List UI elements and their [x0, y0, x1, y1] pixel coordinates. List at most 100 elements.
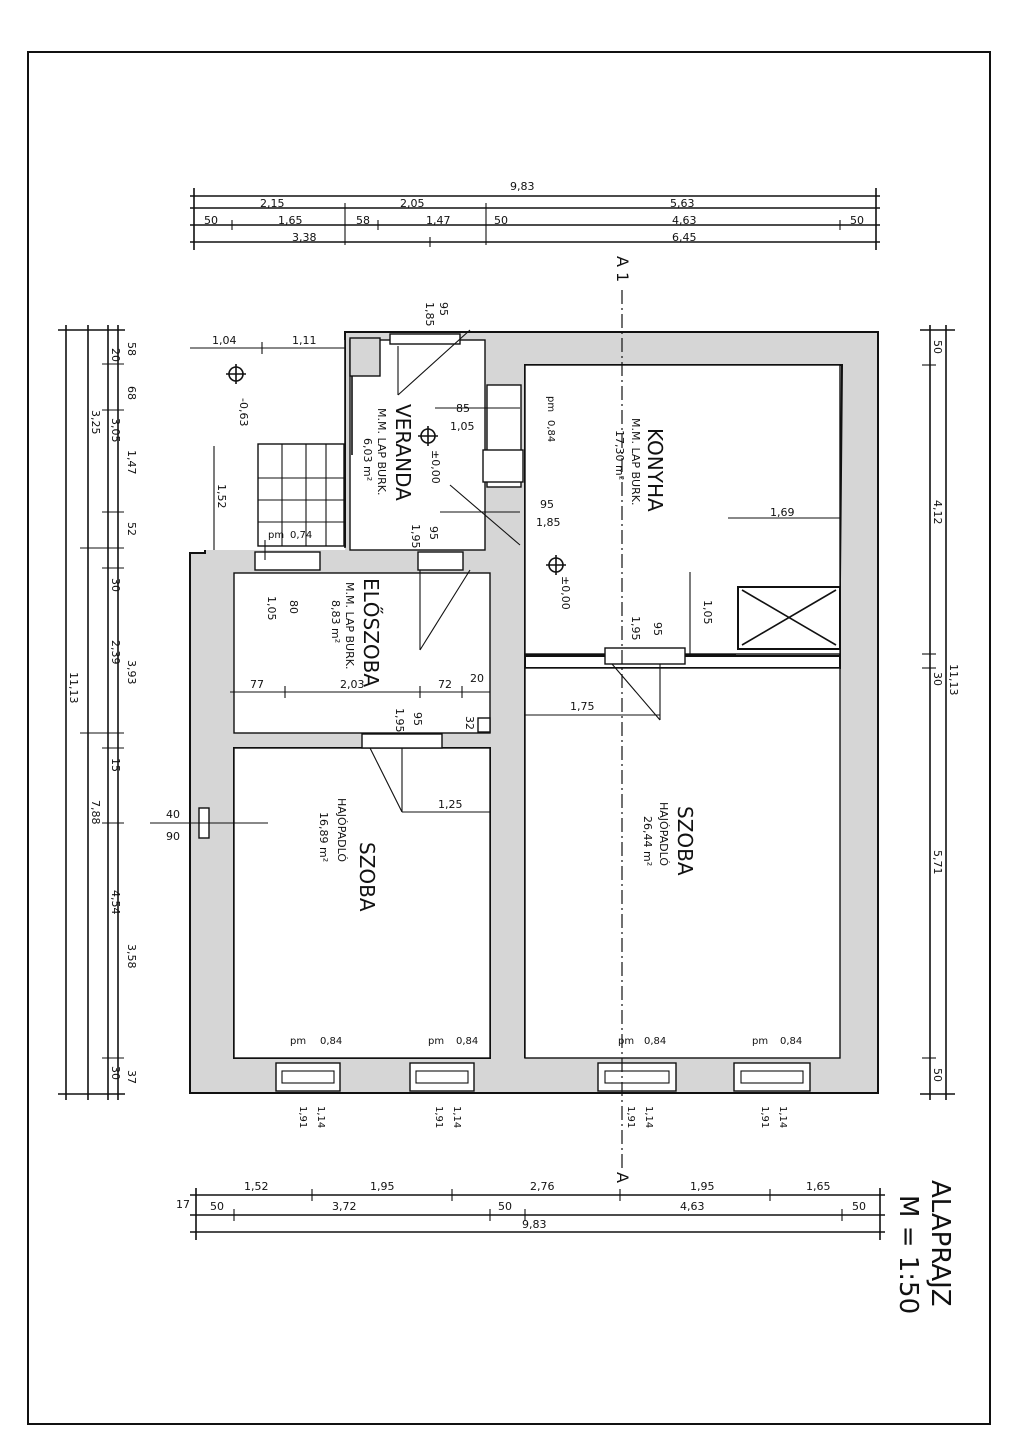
dim-width-1-69: 1,69 — [770, 506, 795, 519]
win-h-3b: 1,14 — [777, 1106, 788, 1128]
win-h-0b: 1,14 — [315, 1106, 326, 1128]
dim-eloszoba-door-0: 1,05 — [265, 596, 278, 621]
room-floor-eloszoba: M.M. LAP BURK. — [343, 582, 356, 669]
pm-win-2-value: 0,84 — [644, 1036, 666, 1047]
dim-door-szoba-r-0: 1,95 — [629, 616, 642, 641]
dim-eloszoba-w-2: 72 — [438, 678, 452, 691]
dim-bot-r1-4: 1,65 — [806, 1180, 831, 1193]
dim-door-szoba-l-2: 32 — [463, 716, 476, 730]
dim-bot-r2-4: 4,63 — [680, 1200, 705, 1213]
pm-konyha-value: 0,84 — [545, 420, 556, 442]
dim-veranda-top-1: 1,11 — [292, 334, 317, 347]
level-markers — [226, 364, 566, 575]
pm-win-0-label: pm — [290, 1036, 306, 1047]
dim-veranda-top-0: 1,04 — [212, 334, 237, 347]
dim-right-4: 50 — [931, 1068, 944, 1082]
dim-top-total: 9,83 — [510, 180, 535, 193]
dim-top-r1-0: 2,15 — [260, 197, 285, 210]
dim-left-o-7: 4,54 — [109, 890, 122, 915]
pm-win-3-value: 0,84 — [780, 1036, 802, 1047]
openings — [254, 329, 811, 1092]
outside-level: -0,63 — [237, 398, 250, 426]
drawing-frame — [27, 51, 991, 1425]
dim-top-r3-1: 6,45 — [672, 231, 697, 244]
dim-left-i-0: 3,25 — [89, 410, 102, 435]
dim-left-o-0: 58 — [125, 342, 138, 356]
dim-bot-r2-2: 3,72 — [332, 1200, 357, 1213]
room-area-veranda: 6,03 m² — [361, 438, 374, 481]
dim-bot-r2-5: 50 — [852, 1200, 866, 1213]
dim-right-0: 50 — [931, 340, 944, 354]
room-area-konyha: 17,30 m² — [613, 430, 626, 480]
room-floor-szoba-left: HAJÓPADLÓ — [335, 798, 348, 862]
dim-top-r2-5: 4,63 — [672, 214, 697, 227]
room-area-eloszoba: 8,83 m² — [329, 600, 342, 643]
pm-win-1-label: pm — [428, 1036, 444, 1047]
dim-eloszoba-w-0: 77 — [250, 678, 264, 691]
pm-win-2-label: pm — [618, 1036, 634, 1047]
pm-veranda-label: pm — [268, 530, 284, 541]
dim-door-veranda-0: 95 — [427, 526, 440, 540]
pm-veranda-value: 0,74 — [290, 530, 312, 541]
dim-chimney-1: 90 — [166, 830, 180, 843]
room-floor-konyha: M.M. LAP BURK. — [629, 418, 642, 505]
pm-win-1-value: 0,84 — [456, 1036, 478, 1047]
dim-width-1-25: 1,25 — [438, 798, 463, 811]
dim-door-konyha2-1: 1,85 — [536, 516, 561, 529]
room-level-veranda: ±0,00 — [429, 450, 442, 484]
dim-eloszoba-door-1: 80 — [287, 600, 300, 614]
dim-eloszoba-w-3: 20 — [470, 672, 484, 685]
dim-left-o-5: 2,39 — [109, 640, 122, 665]
room-name-szoba-left: SZOBA — [355, 842, 379, 912]
dim-left-o-2: 1,47 — [125, 450, 138, 475]
dim-top-r2-1: 1,65 — [278, 214, 303, 227]
dim-door-szoba-r-1: 95 — [651, 622, 664, 636]
dimension-lines — [58, 188, 955, 1240]
dim-bot-r1-1: 1,95 — [370, 1180, 395, 1193]
dim-left-m-0: 20 — [109, 348, 122, 362]
dim-bot-r2-1: 50 — [210, 1200, 224, 1213]
dim-top-r1-2: 5,63 — [670, 197, 695, 210]
dim-right-1: 4,12 — [931, 500, 944, 525]
dim-left-i-1: 11,13 — [67, 672, 80, 704]
dim-door-szoba-l-1: 1,95 — [393, 708, 406, 733]
dim-right-2: 30 — [931, 672, 944, 686]
dim-right-5: 11,13 — [947, 664, 960, 696]
room-level-konyha: ±0,00 — [559, 576, 572, 610]
dim-veranda-side: 1,52 — [215, 484, 228, 509]
dim-bot-r2-3: 50 — [498, 1200, 512, 1213]
dim-left-m-2: 3,93 — [125, 660, 138, 685]
dim-top-r1-1: 2,05 — [400, 197, 425, 210]
dim-top-r2-6: 50 — [850, 214, 864, 227]
dim-left-o-6: 15 — [109, 758, 122, 772]
dim-door-konyha-0: 85 — [456, 402, 470, 415]
dim-bot-r1-3: 1,95 — [690, 1180, 715, 1193]
room-floor-szoba-right: HAJÓPADLÓ — [657, 802, 670, 866]
dim-left-o-3: 52 — [125, 522, 138, 536]
pm-konyha-label: pm — [545, 396, 556, 412]
dim-door-1-05: 1,05 — [701, 600, 714, 625]
dim-top-r2-0: 50 — [204, 214, 218, 227]
dim-width-1-75: 1,75 — [570, 700, 595, 713]
dim-top-r2-4: 50 — [494, 214, 508, 227]
plan-scale: M = 1:50 — [893, 1195, 923, 1314]
dim-left-o-8: 30 — [109, 1066, 122, 1080]
dim-left-m-3: 7,88 — [89, 800, 102, 825]
dim-bot-r1-0: 1,52 — [244, 1180, 269, 1193]
room-name-konyha: KONYHA — [643, 428, 667, 512]
dim-left-m-4: 3,58 — [125, 944, 138, 969]
win-h-2b: 1,14 — [643, 1106, 654, 1128]
dim-window-top-1: 1,85 — [423, 302, 436, 327]
dim-door-veranda-1: 1,95 — [409, 524, 422, 549]
dim-top-r3-0: 3,38 — [292, 231, 317, 244]
dim-left-o-9: 37 — [125, 1070, 138, 1084]
win-h-1b: 1,14 — [451, 1106, 462, 1128]
room-floor-veranda: M.M. LAP BURK. — [375, 408, 388, 495]
section-mark-top: A 1 — [613, 256, 632, 282]
win-h-2a: 1,91 — [625, 1106, 636, 1128]
dim-door-szoba-l-0: 95 — [411, 712, 424, 726]
dim-bot-r1-2: 2,76 — [530, 1180, 555, 1193]
dim-chimney-0: 40 — [166, 808, 180, 821]
room-area-szoba-left: 16,89 m² — [317, 812, 330, 862]
